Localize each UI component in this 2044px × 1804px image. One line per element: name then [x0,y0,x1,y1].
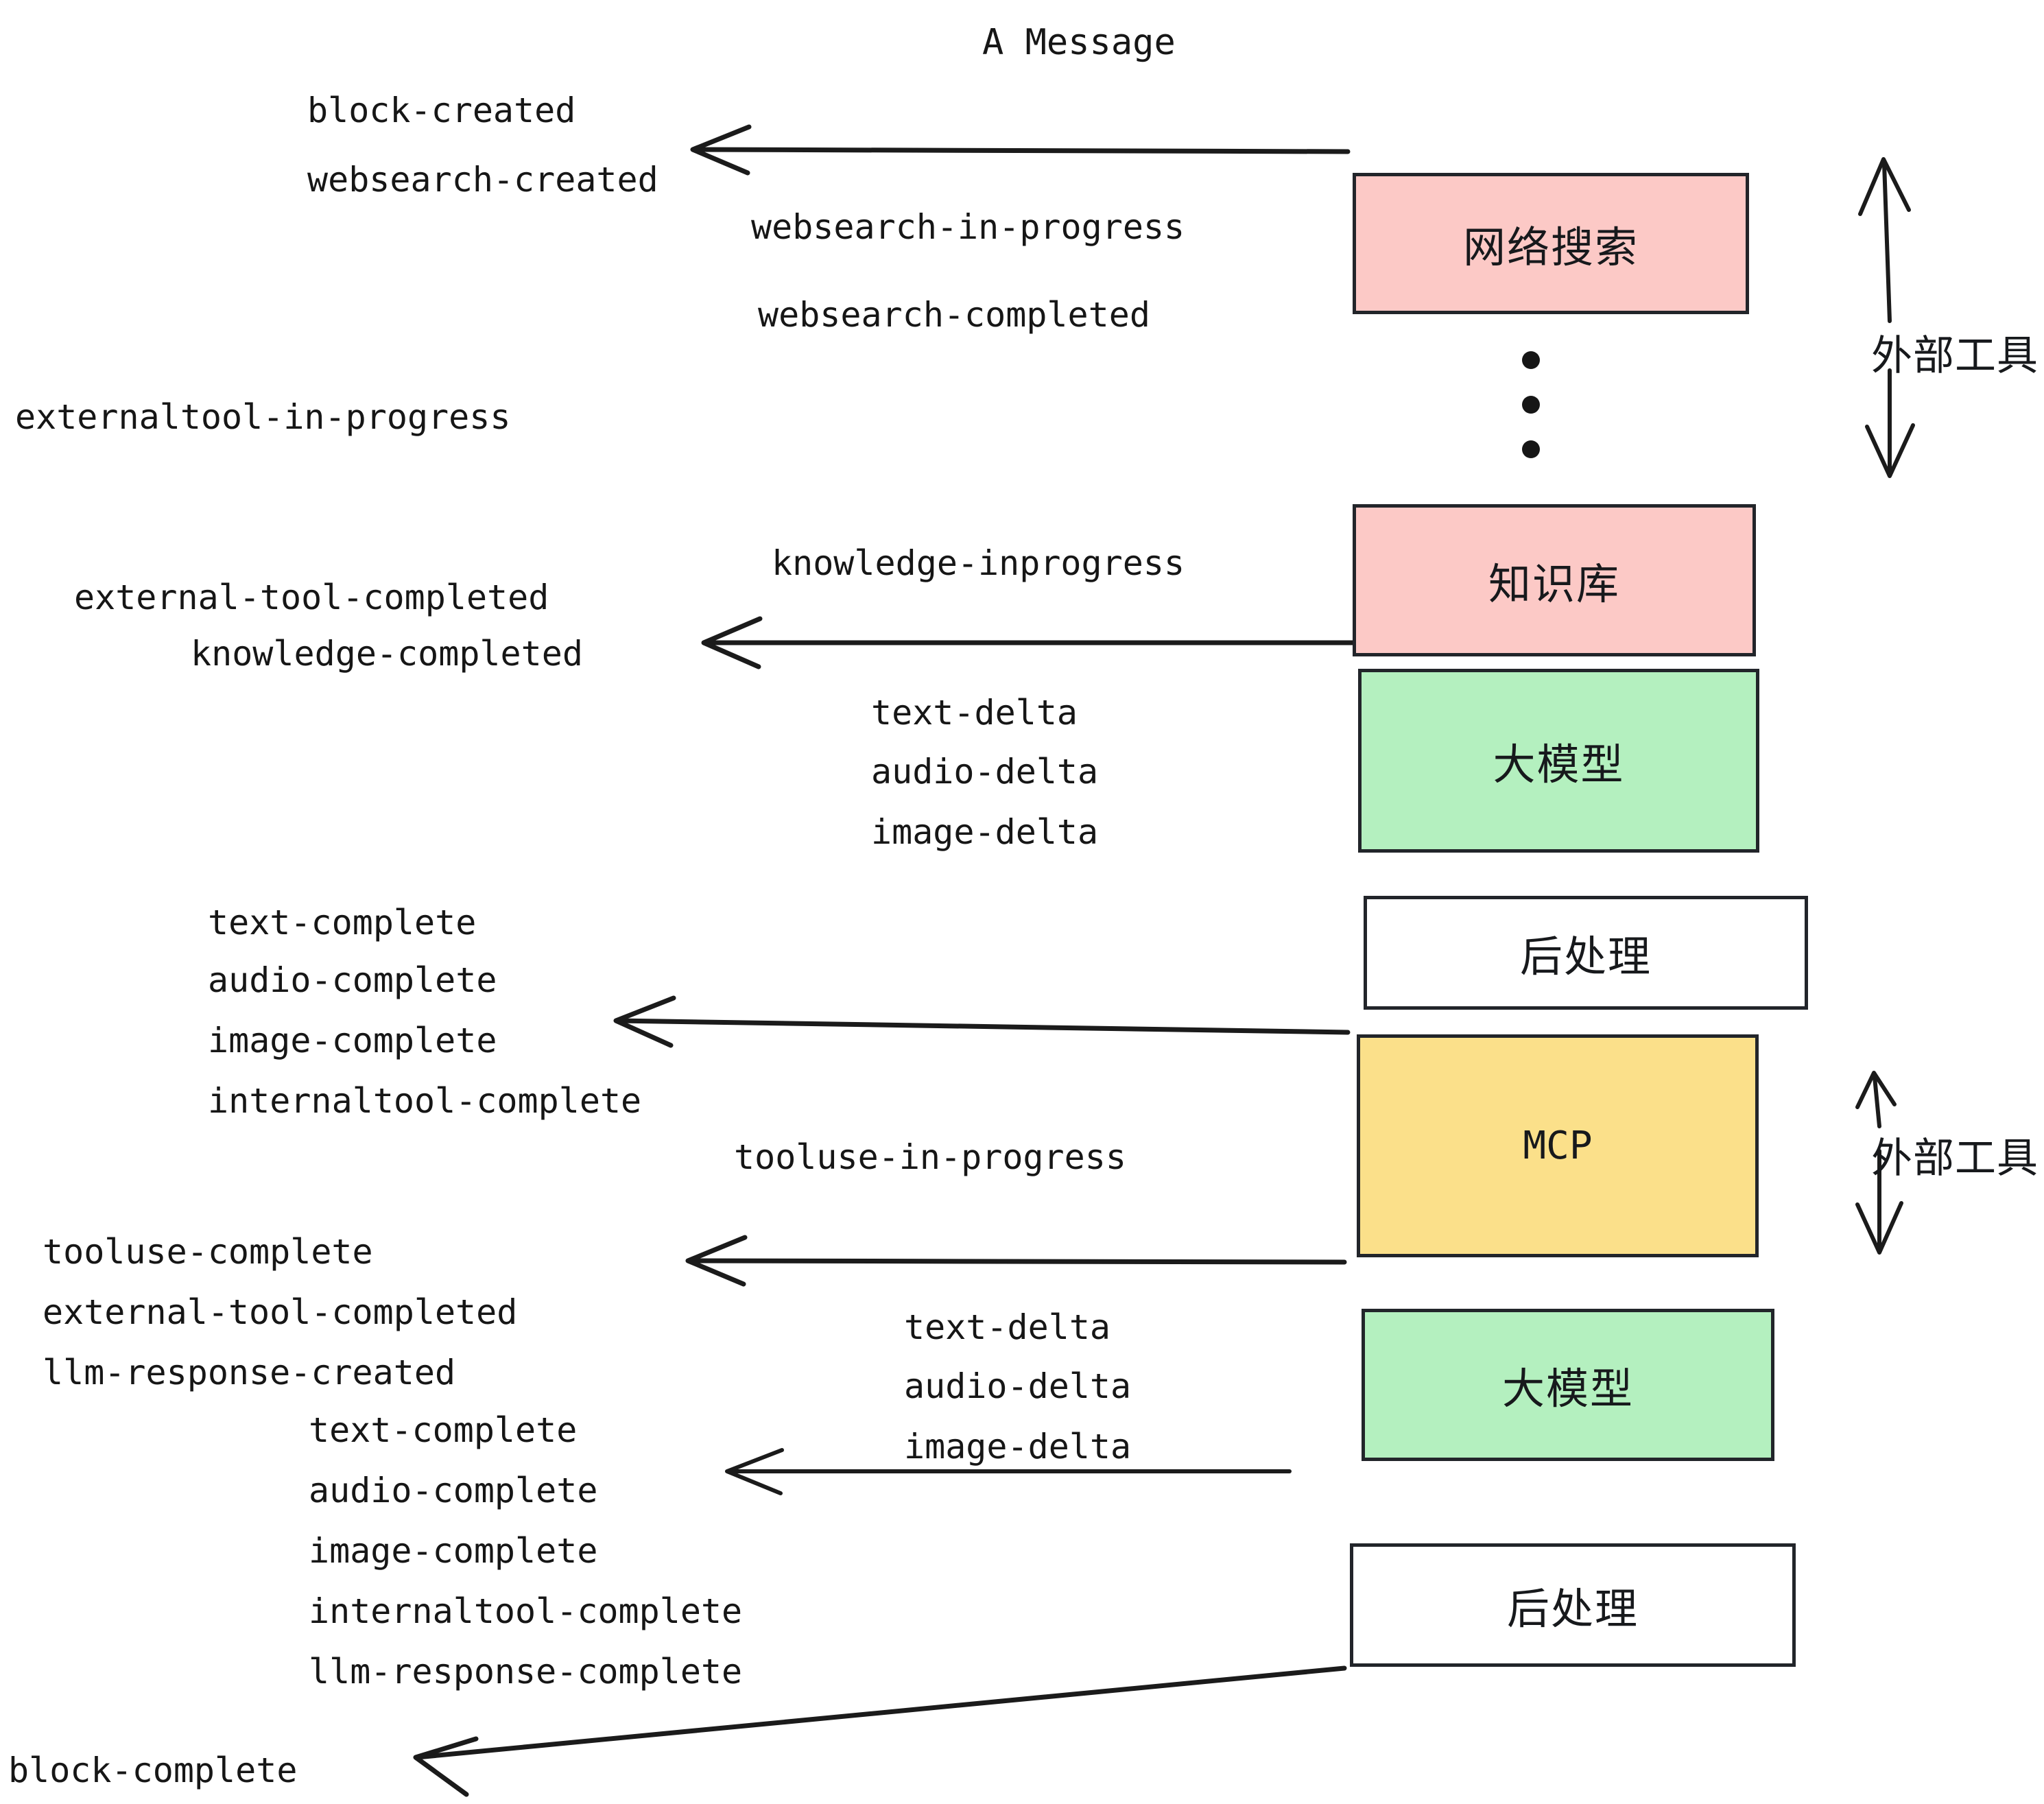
arrow-knowledge-to-knowledge-completed [701,616,1357,669]
node-mcp-label: MCP [1523,1124,1593,1168]
node-postprocess-first-label: 后处理 [1519,934,1652,981]
event-label-text-delta-2: text-delta [904,1307,1111,1347]
group-label-external-tool-top: 外部工具 [1871,333,2039,379]
event-label-block-complete: block-complete [8,1750,298,1790]
event-label-image-complete-2: image-complete [309,1531,598,1571]
event-label-websearch-in-progress: websearch-in-progress [751,207,1185,247]
page-title: A Message [982,22,1176,63]
group-label-external-tool-bottom: 外部工具 [1871,1135,2039,1181]
event-label-text-complete-2: text-complete [309,1410,578,1450]
event-label-audio-delta-2: audio-delta [904,1366,1132,1406]
event-label-text-complete-1: text-complete [208,903,477,942]
node-mcp[interactable]: MCP [1357,1034,1759,1257]
event-label-image-delta-1: image-delta [871,812,1099,852]
event-label-llm-response-complete: llm-response-complete [309,1652,743,1692]
node-postprocess-second-label: 后处理 [1506,1586,1639,1633]
node-knowledge-base-label: 知识库 [1488,561,1620,608]
node-websearch[interactable]: 网络搜索 [1353,173,1749,314]
node-llm-first[interactable]: 大模型 [1358,669,1759,853]
node-websearch-label: 网络搜索 [1462,224,1639,272]
event-label-external-tool-completed: external-tool-completed [74,578,549,617]
event-label-internaltool-complete-1: internaltool-complete [208,1081,642,1121]
event-label-internaltool-complete-2: internaltool-complete [309,1591,743,1631]
node-knowledge-base[interactable]: 知识库 [1353,504,1756,656]
node-postprocess-first[interactable]: 后处理 [1364,896,1808,1010]
event-label-websearch-completed: websearch-completed [758,295,1150,335]
event-label-text-delta-1: text-delta [871,693,1078,733]
arrow-websearch-to-block-created [690,124,1351,176]
node-llm-second[interactable]: 大模型 [1362,1309,1774,1461]
event-label-knowledge-completed: knowledge-completed [191,634,583,674]
node-llm-second-label: 大模型 [1501,1366,1634,1413]
event-label-block-created: block-created [307,91,576,130]
arrow-mcp-to-tooluse-complete [685,1235,1347,1287]
event-label-tooluse-in-progress: tooluse-in-progress [734,1137,1126,1177]
event-label-websearch-created: websearch-created [307,160,658,200]
node-postprocess-second[interactable]: 后处理 [1350,1543,1796,1667]
event-label-externaltool-in-progress: externaltool-in-progress [15,397,511,437]
event-label-image-complete-1: image-complete [208,1021,497,1060]
event-label-audio-complete-2: audio-complete [309,1471,598,1510]
event-label-image-delta-2: image-delta [904,1427,1132,1467]
node-llm-first-label: 大模型 [1493,741,1625,789]
ellipsis-dots [1522,351,1540,458]
event-label-audio-complete-1: audio-complete [208,960,497,1000]
event-label-audio-delta-1: audio-delta [871,752,1099,792]
event-label-tooluse-complete: tooluse-complete [43,1232,373,1272]
arrow-mcp-to-image-complete [613,995,1351,1048]
event-label-llm-response-created: llm-response-created [43,1353,456,1392]
event-label-knowledge-inprogress: knowledge-inprogress [772,543,1185,583]
group-arrow-external-tool-top [1858,157,1915,478]
event-label-external-tool-completed-2: external-tool-completed [43,1292,518,1332]
